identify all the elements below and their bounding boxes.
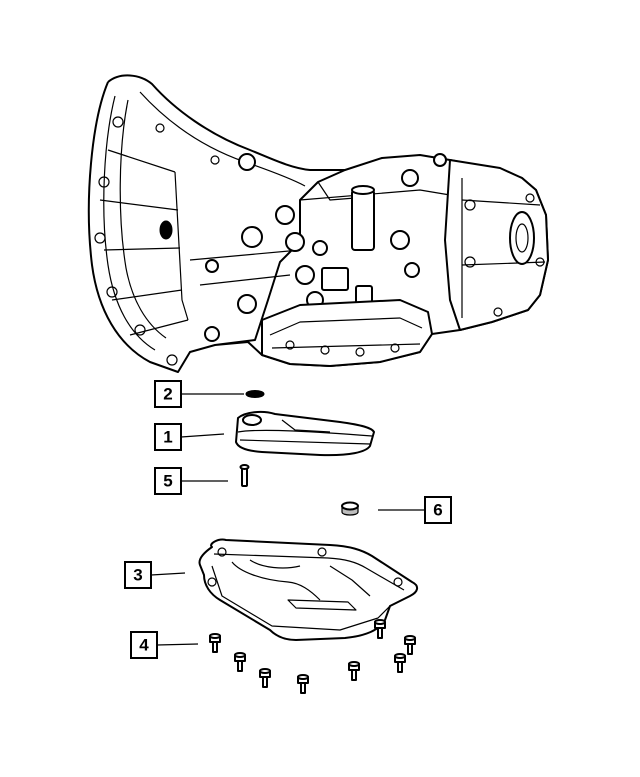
callout-5: 5 (154, 467, 182, 495)
pan-bolt (374, 619, 386, 639)
leader-line-4 (156, 643, 199, 646)
pan-bolt (404, 635, 416, 655)
leader-line-1 (180, 433, 225, 438)
callout-label: 4 (139, 636, 149, 655)
callout-label: 2 (163, 385, 172, 404)
transmission-assembly (87, 74, 549, 373)
pan-bolt (394, 653, 406, 673)
pan-bolts (209, 619, 416, 694)
callout-4: 4 (130, 631, 158, 659)
pan-bolt (348, 661, 360, 681)
o-ring-seal (245, 390, 265, 398)
callout-label: 1 (163, 428, 172, 447)
pan-bolt (234, 652, 246, 672)
leader-line-3 (150, 572, 186, 576)
callout-label: 6 (433, 501, 442, 520)
callout-label: 5 (163, 472, 172, 491)
oil-pan (198, 538, 418, 641)
callout-3: 3 (124, 561, 152, 589)
callout-label: 3 (133, 566, 142, 585)
pan-bolt (297, 674, 309, 694)
plug (341, 501, 359, 516)
pan-bolt (259, 668, 271, 688)
callout-1: 1 (154, 423, 182, 451)
callout-6: 6 (424, 496, 452, 524)
pan-bolt (209, 633, 221, 653)
callout-2: 2 (154, 380, 182, 408)
oil-filter (235, 410, 375, 457)
filter-screw (239, 464, 250, 487)
